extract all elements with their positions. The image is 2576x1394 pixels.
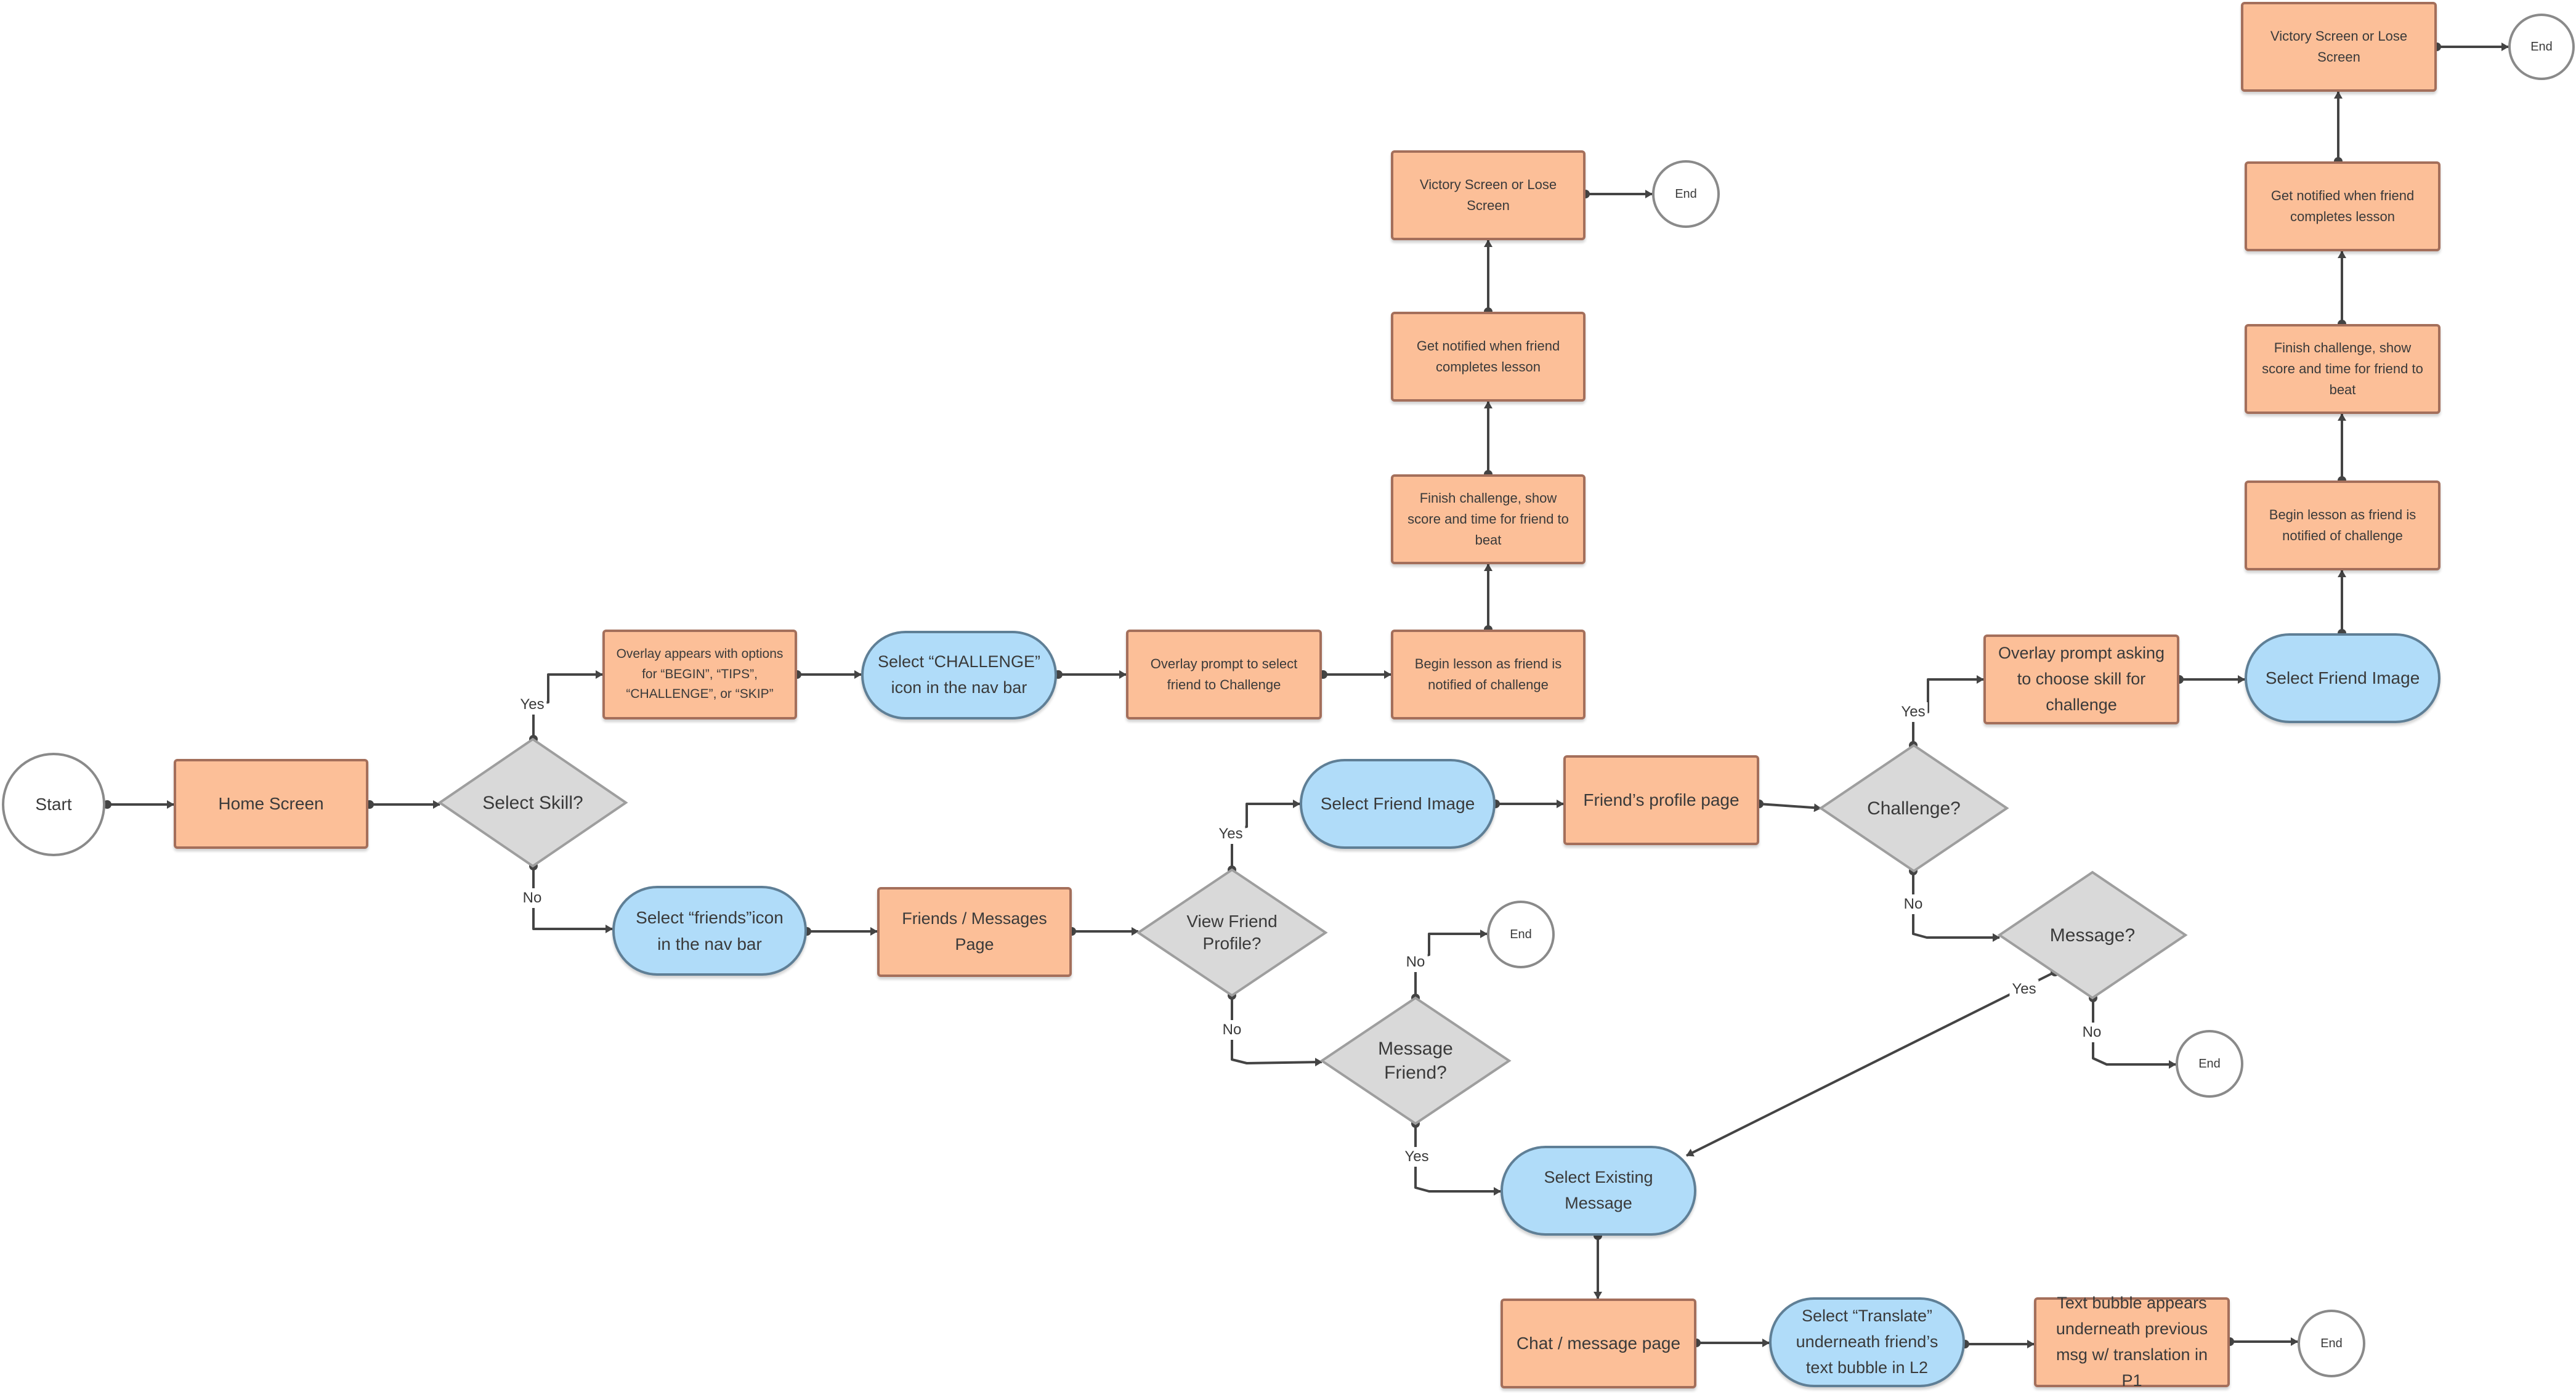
terminal-end-5[interactable]: End xyxy=(2298,1310,2365,1377)
process-victory-1[interactable]: Victory Screen or Lose Screen xyxy=(1391,150,1586,240)
node-label: End xyxy=(2198,1056,2221,1071)
edge-label-no: No xyxy=(1403,952,1428,972)
node-label: Select “CHALLENGE” icon in the nav bar xyxy=(877,652,1041,697)
terminal-end-1[interactable]: End xyxy=(1652,160,1720,228)
process-overlay-choose-skill[interactable]: Overlay prompt asking to choose skill fo… xyxy=(1983,634,2179,724)
decision-shapes xyxy=(437,737,2188,1125)
decision-select-skill[interactable] xyxy=(437,737,628,868)
node-label: End xyxy=(1675,187,1697,201)
node-label: Finish challenge, show score and time fo… xyxy=(1407,490,1569,548)
node-label: Text bubble appears underneath previous … xyxy=(2056,1294,2208,1390)
node-label: Overlay prompt to select friend to Chall… xyxy=(1150,655,1298,692)
process-chat-page[interactable]: Chat / message page xyxy=(1501,1299,1696,1388)
process-get-notified-2[interactable]: Get notified when friend completes lesso… xyxy=(2245,161,2440,251)
terminal-end-4[interactable]: End xyxy=(1487,901,1555,968)
decision-view-friend-profile[interactable] xyxy=(1136,868,1328,997)
connector-arrow xyxy=(1912,871,2000,942)
action-select-existing-message[interactable]: Select Existing Message xyxy=(1501,1146,1696,1236)
node-label: Select Existing Message xyxy=(1544,1168,1653,1212)
process-overlay-options[interactable]: Overlay appears with options for “BEGIN”… xyxy=(602,630,797,719)
connector-arrow xyxy=(1759,803,1821,812)
connector-arrow xyxy=(532,670,603,739)
action-select-translate[interactable]: Select “Translate” underneath friend’s t… xyxy=(1769,1297,1965,1387)
process-overlay-select-friend[interactable]: Overlay prompt to select friend to Chall… xyxy=(1126,630,1322,719)
process-get-notified-1[interactable]: Get notified when friend completes lesso… xyxy=(1391,312,1586,402)
node-label: Friends / Messages Page xyxy=(902,909,1047,954)
terminal-start[interactable]: Start xyxy=(2,753,105,856)
node-label: End xyxy=(2530,39,2553,54)
process-victory-2[interactable]: Victory Screen or Lose Screen xyxy=(2241,2,2437,92)
edge-label-no: No xyxy=(1220,1020,1244,1040)
node-label: Home Screen xyxy=(218,794,324,814)
node-label: Overlay prompt asking to choose skill fo… xyxy=(1998,644,2165,714)
terminal-end-2[interactable]: End xyxy=(2508,14,2575,80)
node-label: Finish challenge, show score and time fo… xyxy=(2262,339,2423,398)
node-label: Friend’s profile page xyxy=(1583,790,1740,810)
process-home-screen[interactable]: Home Screen xyxy=(174,759,368,849)
terminal-end-3[interactable]: End xyxy=(2176,1030,2243,1098)
process-friends-profile-page[interactable]: Friend’s profile page xyxy=(1563,755,1759,845)
edge-label-yes: Yes xyxy=(517,695,547,715)
node-label: Chat / message page xyxy=(1516,1334,1681,1353)
connector-arrow xyxy=(532,866,613,933)
edge-label-no: No xyxy=(520,888,545,908)
node-label: Victory Screen or Lose Screen xyxy=(2270,28,2408,65)
process-finish-challenge-1[interactable]: Finish challenge, show score and time fo… xyxy=(1391,474,1586,564)
edge-label-yes: Yes xyxy=(1898,702,1928,722)
action-select-friend-image-2[interactable]: Select Friend Image xyxy=(2245,633,2440,723)
node-label: Victory Screen or Lose Screen xyxy=(1419,176,1557,213)
process-finish-challenge-2[interactable]: Finish challenge, show score and time fo… xyxy=(2245,324,2440,414)
process-text-bubble[interactable]: Text bubble appears underneath previous … xyxy=(2034,1294,2230,1390)
process-friends-messages-page[interactable]: Friends / Messages Page xyxy=(877,887,1072,977)
edge-label-yes: Yes xyxy=(2009,979,2039,999)
node-label: End xyxy=(2320,1336,2343,1350)
node-label: Get notified when friend completes lesso… xyxy=(1416,338,1560,375)
node-label: Begin lesson as friend is notified of ch… xyxy=(2269,506,2416,543)
connector-arrow xyxy=(1912,675,1984,745)
node-label: Get notified when friend completes lesso… xyxy=(2270,187,2415,224)
connector-arrow xyxy=(1231,995,1322,1067)
connector-arrow xyxy=(2092,998,2176,1069)
node-label: Overlay appears with options for “BEGIN”… xyxy=(616,647,784,702)
node-label: Begin lesson as friend is notified of ch… xyxy=(1414,655,1562,692)
connector-arrow xyxy=(1686,971,2056,1157)
node-label: Select “friends”icon in the nav bar xyxy=(636,907,784,954)
node-label: Select Friend Image xyxy=(1320,794,1475,814)
action-select-challenge-icon[interactable]: Select “CHALLENGE” icon in the nav bar xyxy=(861,631,1057,719)
edge-label-no: No xyxy=(2080,1023,2104,1042)
edge-label-no: No xyxy=(1901,894,1926,914)
action-select-friend-image-1[interactable]: Select Friend Image xyxy=(1300,759,1496,849)
node-label: Select “Translate” underneath friend’s t… xyxy=(1796,1307,1938,1377)
action-select-friends-icon[interactable]: Select “friends”icon in the nav bar xyxy=(612,886,807,976)
decision-message-friend-q[interactable] xyxy=(1319,996,1512,1125)
edge-label-yes: Yes xyxy=(1402,1147,1432,1167)
decision-message-q[interactable] xyxy=(1997,870,2188,1000)
node-label: Select Friend Image xyxy=(2265,668,2420,688)
node-label: End xyxy=(1510,927,1532,941)
decision-challenge-q[interactable] xyxy=(1818,744,2009,873)
process-begin-lesson-2[interactable]: Begin lesson as friend is notified of ch… xyxy=(2245,480,2440,570)
process-begin-lesson-1[interactable]: Begin lesson as friend is notified of ch… xyxy=(1391,630,1586,719)
edge-label-yes: Yes xyxy=(1216,824,1245,844)
node-label: Start xyxy=(35,795,72,814)
